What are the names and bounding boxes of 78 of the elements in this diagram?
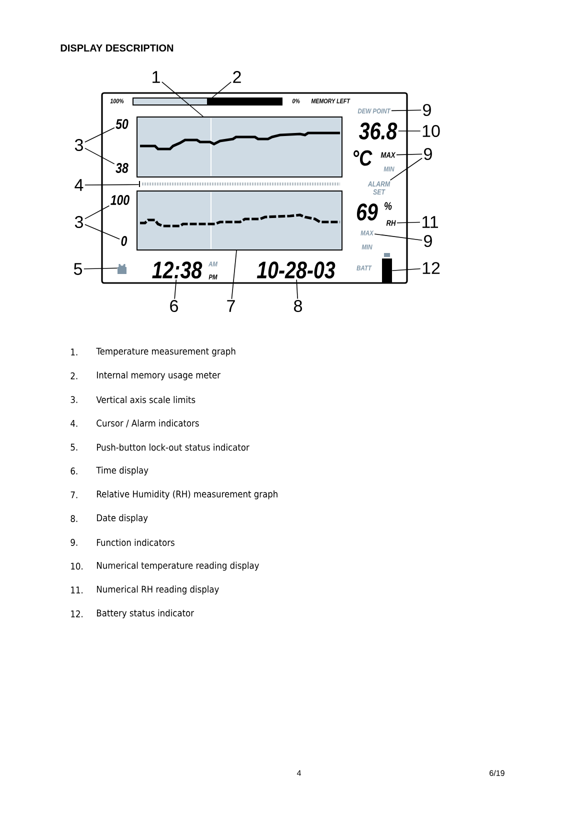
lcd-indicator: MAX	[380, 152, 396, 158]
heading: DISPLAY DESCRIPTION	[60, 44, 174, 52]
unit-symbol: %	[384, 202, 392, 210]
callout-number: 5	[74, 263, 82, 275]
cursor-strip	[139, 180, 340, 188]
list-text: 8.	[70, 515, 78, 522]
list-text: Relative Humidity (RH) measurement graph	[97, 490, 278, 500]
leader-line	[396, 154, 422, 156]
page-footer: 4	[296, 770, 301, 776]
list-text: 11.	[71, 586, 82, 594]
callout-number: 2	[233, 71, 241, 83]
callout-number: 11	[422, 216, 438, 228]
callout-number: 8	[294, 300, 302, 312]
list-text: Push-button lock-out status indicator	[97, 444, 250, 451]
callout-number: 7	[227, 300, 235, 312]
leader-line	[162, 82, 204, 117]
leader-line	[231, 250, 237, 300]
callout-number: 1	[152, 71, 160, 83]
leader-line	[212, 82, 232, 98]
scale-value: 50	[116, 119, 128, 129]
leader-line	[396, 222, 420, 224]
list-text: Time display	[96, 466, 148, 476]
padlock-icon	[118, 263, 126, 274]
leader-line	[84, 148, 115, 164]
leader-line	[84, 224, 120, 240]
temperature-graph	[136, 116, 342, 178]
callout-number: 9	[423, 104, 431, 116]
leader-line	[84, 205, 110, 220]
list-text: Battery status indicator	[97, 609, 194, 618]
list-text: 12.	[71, 610, 82, 618]
leader-line	[174, 279, 177, 300]
leader-line	[84, 127, 115, 142]
callout-number: 12	[422, 262, 440, 274]
lcd-reading: 36.8	[359, 122, 398, 140]
callout-number: 9	[424, 234, 432, 248]
unit-symbol: °C	[354, 150, 372, 166]
list-text: Function indicators	[97, 538, 174, 546]
leader-line	[84, 184, 140, 186]
callout-number: 3	[74, 138, 83, 152]
humidity-graph	[136, 190, 342, 250]
memory-meter-bar	[132, 98, 282, 106]
list-text: Numerical temperature reading display	[97, 562, 259, 571]
scale-value: 0	[121, 236, 128, 246]
list-text: 7.	[70, 491, 78, 498]
scale-value: 38	[116, 163, 128, 173]
list-text: 2.	[70, 372, 78, 380]
battery-indicator	[382, 253, 392, 284]
list-text: 4.	[70, 420, 78, 427]
list-text: Date display	[97, 514, 148, 524]
leader-line	[392, 268, 421, 272]
list-text: 10.	[71, 562, 82, 570]
list-text: Vertical axis scale limits	[96, 396, 196, 404]
list-text: 9.	[70, 538, 78, 546]
lcd-indicator: RH	[386, 220, 396, 226]
list-text: 1.	[71, 348, 78, 356]
scale-value: 100	[110, 195, 130, 205]
leader-line	[84, 268, 118, 270]
list-text: 5.	[70, 444, 78, 451]
callout-number: 9	[424, 148, 432, 160]
list-text: 6.	[70, 468, 78, 474]
callout-number: 3	[74, 216, 83, 228]
leader-line	[398, 130, 421, 132]
list-text: Temperature measurement graph	[96, 348, 236, 356]
leader-line	[296, 279, 298, 300]
leader-line	[391, 110, 422, 112]
lcd-reading: 69	[356, 204, 378, 220]
list-text: 3.	[70, 396, 78, 404]
list-text: Numerical RH reading display	[97, 586, 219, 594]
lcd-reading: 12:38	[152, 262, 202, 278]
callout-number: 10	[422, 124, 440, 138]
list-text: Internal memory usage meter	[97, 371, 220, 380]
list-text: Cursor / Alarm indicators	[96, 419, 199, 428]
page-footer: 6/19	[490, 770, 504, 776]
lcd-reading: 10-28-03	[256, 262, 336, 278]
callout-number: 4	[74, 179, 84, 191]
leader-line	[374, 234, 422, 241]
leader-line	[390, 158, 422, 181]
callout-number: 6	[170, 300, 178, 312]
